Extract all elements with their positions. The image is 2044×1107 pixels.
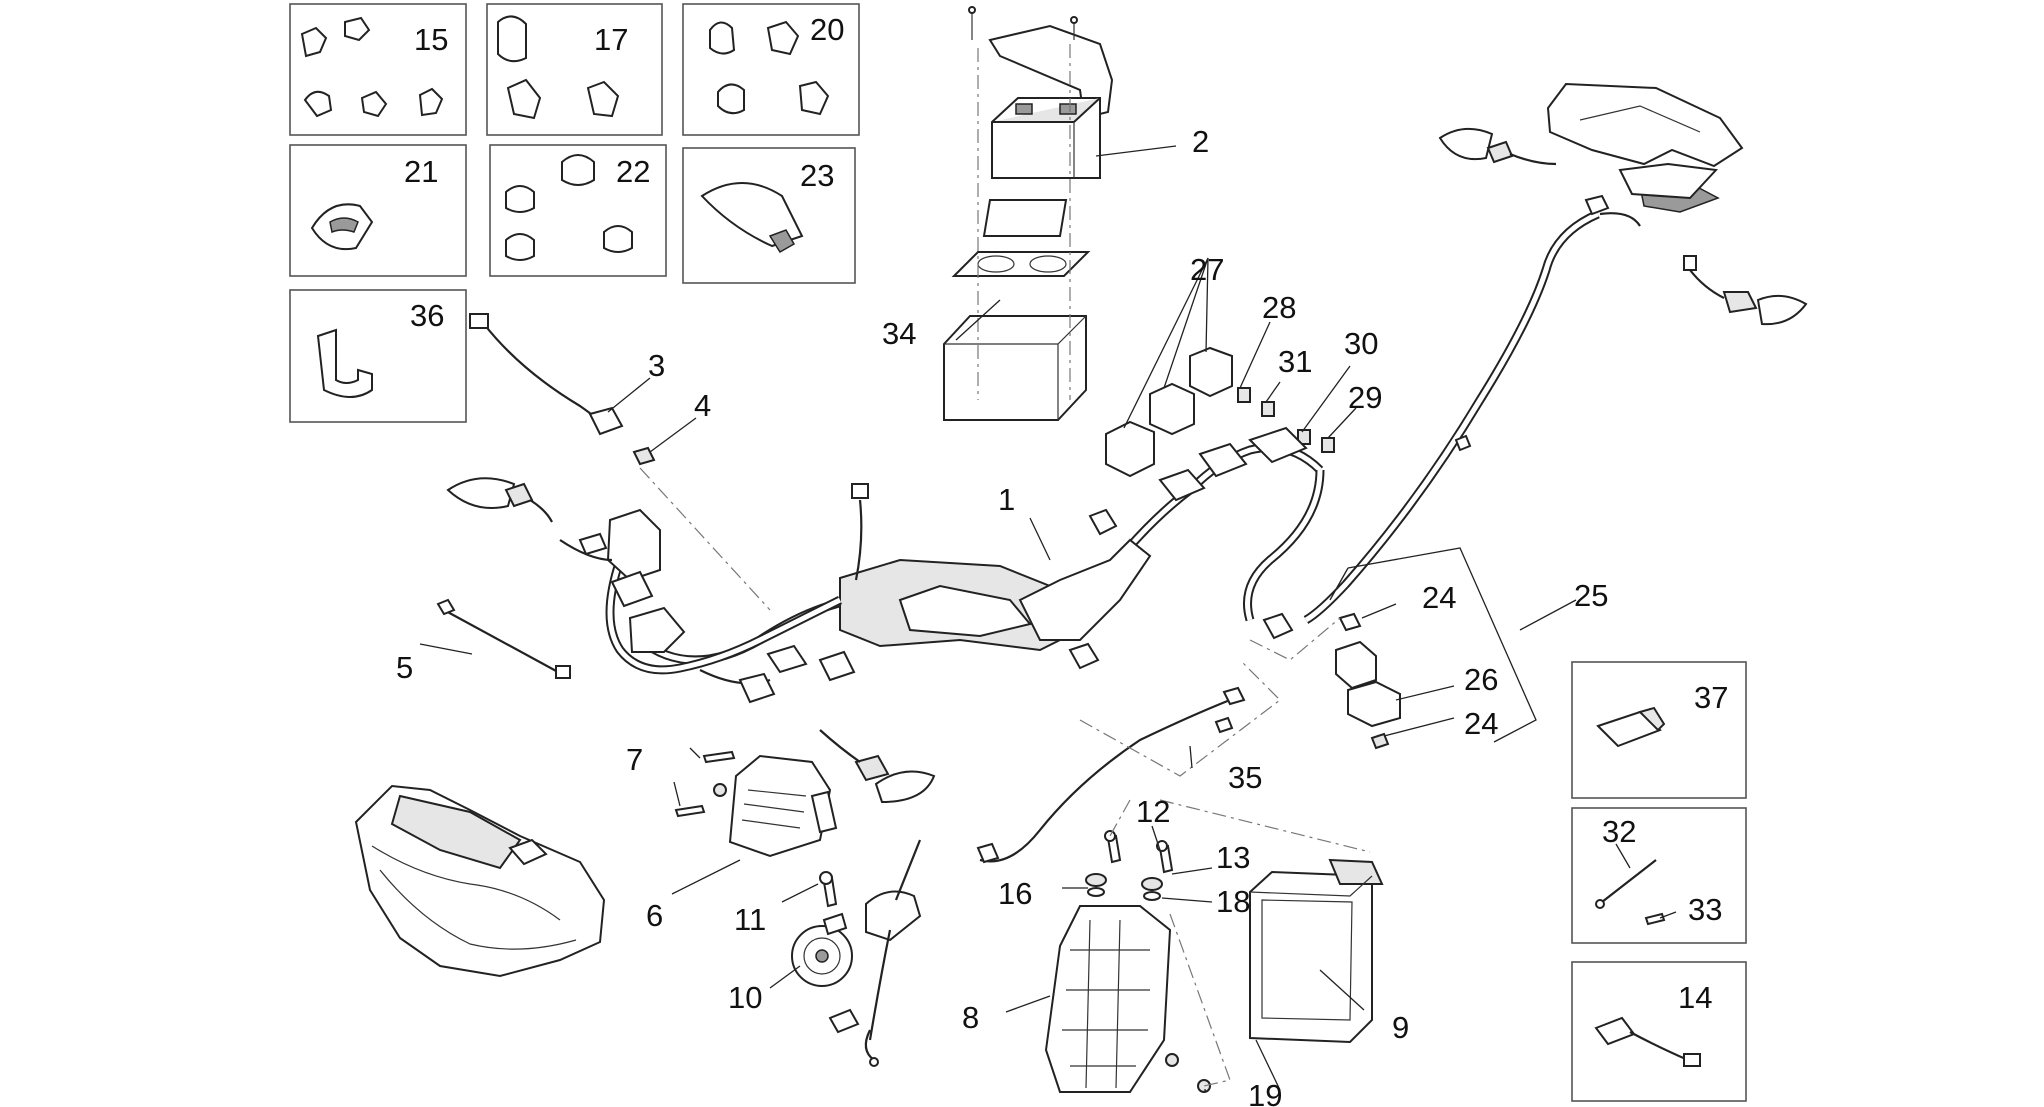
relay-set-27[interactable] bbox=[1105, 346, 1233, 478]
voltage-regulator[interactable] bbox=[728, 754, 838, 858]
part-number-36: 36 bbox=[410, 298, 444, 333]
part-number-11: 11 bbox=[734, 902, 766, 937]
rear-indicator-left[interactable] bbox=[1438, 127, 1557, 166]
part-number-13: 13 bbox=[1216, 840, 1250, 875]
part-number-22: 22 bbox=[616, 154, 650, 189]
part-number-19: 19 bbox=[1248, 1078, 1282, 1107]
ecu-bracket[interactable] bbox=[1044, 905, 1172, 1093]
part-number-37: 37 bbox=[1694, 680, 1728, 715]
part-number-29: 29 bbox=[1348, 380, 1382, 415]
part-number-32: 32 bbox=[1602, 814, 1636, 849]
battery-tray[interactable] bbox=[943, 315, 1087, 421]
inset-box-14[interactable] bbox=[1571, 961, 1747, 1102]
inset-box-23[interactable] bbox=[682, 147, 856, 284]
inset-box-32-33[interactable] bbox=[1571, 807, 1747, 944]
part-number-27: 27 bbox=[1190, 252, 1224, 287]
battery[interactable] bbox=[991, 97, 1101, 179]
part-number-17: 17 bbox=[594, 22, 628, 57]
part-number-10: 10 bbox=[728, 980, 762, 1015]
inset-box-21[interactable] bbox=[289, 144, 467, 277]
ecu[interactable] bbox=[1249, 858, 1384, 1044]
part-number-28: 28 bbox=[1262, 290, 1296, 325]
part-number-3: 3 bbox=[648, 348, 665, 383]
part-number-15: 15 bbox=[414, 22, 448, 57]
part-number-24a: 24 bbox=[1422, 580, 1456, 615]
battery-tray-pad[interactable] bbox=[951, 199, 1091, 277]
battery-cover[interactable] bbox=[968, 6, 1114, 120]
grommets-16-18[interactable] bbox=[1085, 873, 1163, 901]
washers-19[interactable] bbox=[1165, 1053, 1211, 1093]
relay-bracket[interactable] bbox=[1335, 612, 1401, 750]
part-number-35: 35 bbox=[1228, 760, 1262, 795]
inset-box-22[interactable] bbox=[489, 144, 667, 277]
inset-box-36[interactable] bbox=[289, 289, 467, 423]
part-number-2: 2 bbox=[1192, 124, 1209, 159]
part-number-26: 26 bbox=[1464, 662, 1498, 697]
part-number-30: 30 bbox=[1344, 326, 1378, 361]
part-number-25: 25 bbox=[1574, 578, 1608, 613]
inset-box-37[interactable] bbox=[1571, 661, 1747, 799]
part-number-34: 34 bbox=[882, 316, 916, 351]
screw-11[interactable] bbox=[819, 871, 838, 908]
rear-indicator-right[interactable] bbox=[1683, 255, 1808, 326]
horn-bracket[interactable] bbox=[864, 839, 922, 1067]
tail-light[interactable] bbox=[1546, 82, 1744, 213]
left-harness-branch[interactable] bbox=[559, 483, 869, 704]
part-number-21: 21 bbox=[404, 154, 438, 189]
part-number-16: 16 bbox=[998, 876, 1032, 911]
inset-box-20[interactable] bbox=[682, 3, 860, 136]
part-number-14: 14 bbox=[1678, 980, 1712, 1015]
part-number-23: 23 bbox=[800, 158, 834, 193]
part-number-8: 8 bbox=[962, 1000, 979, 1035]
front-indicator-right[interactable] bbox=[819, 729, 936, 804]
main-wiring-harness[interactable] bbox=[637, 426, 1325, 670]
horn[interactable] bbox=[791, 912, 853, 987]
part-number-20: 20 bbox=[810, 12, 844, 47]
part-number-4: 4 bbox=[694, 388, 711, 423]
part-number-12: 12 bbox=[1136, 794, 1170, 829]
part-number-9: 9 bbox=[1392, 1010, 1409, 1045]
front-indicator-left[interactable] bbox=[446, 477, 553, 523]
part-number-24b: 24 bbox=[1464, 706, 1498, 741]
auxiliary-cable[interactable] bbox=[976, 686, 1246, 864]
part-number-5: 5 bbox=[396, 650, 413, 685]
inset-box-15[interactable] bbox=[289, 3, 467, 136]
part-number-18: 18 bbox=[1216, 884, 1250, 919]
part-number-33: 33 bbox=[1688, 892, 1722, 927]
part-number-31: 31 bbox=[1278, 344, 1312, 379]
screws-12-13[interactable] bbox=[1104, 830, 1174, 874]
part-number-6: 6 bbox=[646, 898, 663, 933]
sensor-cable[interactable] bbox=[469, 313, 656, 466]
ground-cable[interactable] bbox=[436, 598, 571, 679]
part-number-7: 7 bbox=[626, 742, 643, 777]
headlight[interactable] bbox=[354, 784, 606, 978]
part-number-1: 1 bbox=[998, 482, 1015, 517]
inset-box-17[interactable] bbox=[486, 3, 663, 136]
screws-7[interactable] bbox=[674, 750, 736, 818]
